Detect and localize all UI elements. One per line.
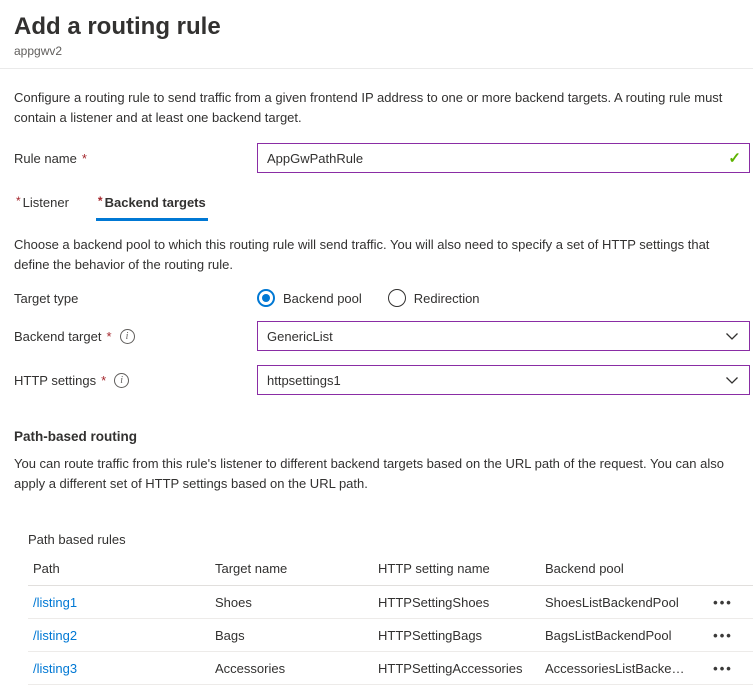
path-routing-description: You can route traffic from this rule's l… <box>14 456 724 491</box>
backend-pool-cell: ShoesListBackendPool <box>540 585 692 619</box>
table-row: /listing2 Bags HTTPSettingBags BagsListB… <box>28 618 753 652</box>
panel-header: Add a routing rule appgwv2 <box>0 12 753 58</box>
rule-name-label-text: Rule name <box>14 150 77 166</box>
target-type-radio-group: Backend pool Redirection <box>257 289 750 307</box>
target-type-label: Target type <box>14 291 257 306</box>
radio-backend-pool[interactable]: Backend pool <box>257 289 362 307</box>
page-title: Add a routing rule <box>14 13 221 40</box>
table-row: /listing3 Accessories HTTPSettingAccesso… <box>28 651 753 685</box>
chevron-down-icon <box>725 330 739 342</box>
page-subtitle: appgwv2 <box>14 44 63 58</box>
radio-redirection[interactable]: Redirection <box>387 289 480 307</box>
rule-name-input[interactable] <box>257 143 750 173</box>
more-options-button[interactable]: ••• <box>709 596 737 610</box>
rule-name-input-wrap: ✓ <box>257 143 750 173</box>
tab-backend-targets-label: Backend targets <box>104 195 206 210</box>
path-rules-table: Path Target name HTTP setting name Backe… <box>28 553 753 685</box>
http-settings-value: httpsettings1 <box>267 372 341 388</box>
required-asterisk: * <box>101 372 107 388</box>
radio-backend-pool-label: Backend pool <box>283 290 362 306</box>
backend-target-label: Backend target * i <box>14 328 257 344</box>
backend-target-row: Backend target * i GenericList <box>0 321 753 351</box>
info-icon[interactable]: i <box>114 372 130 388</box>
radio-unselected-icon <box>387 289 406 307</box>
info-icon[interactable]: i <box>119 328 135 344</box>
required-asterisk: * <box>81 150 87 166</box>
more-options-icon: ••• <box>713 594 733 610</box>
radio-dot <box>262 294 270 302</box>
backend-pool-cell: BagsListBackendPool <box>540 618 692 652</box>
more-options-icon: ••• <box>713 627 733 643</box>
header-divider <box>0 68 753 69</box>
target-name-cell: Shoes <box>210 585 373 619</box>
required-asterisk: * <box>106 328 112 344</box>
path-link[interactable]: /listing3 <box>33 660 78 676</box>
path-routing-heading: Path-based routing <box>14 429 138 444</box>
path-rules-table-label: Path based rules <box>28 532 126 547</box>
target-name-cell: Accessories <box>210 651 373 685</box>
target-type-label-text: Target type <box>14 290 79 306</box>
http-setting-name-cell: HTTPSettingShoes <box>373 585 540 619</box>
http-settings-dropdown[interactable]: httpsettings1 <box>257 365 750 395</box>
tab-bar: *Listener *Backend targets <box>14 194 739 221</box>
rule-name-row: Rule name * ✓ <box>0 143 753 173</box>
path-link[interactable]: /listing2 <box>33 627 78 643</box>
tab-backend-targets[interactable]: *Backend targets <box>95 194 208 221</box>
radio-selected-icon <box>257 289 275 307</box>
http-setting-name-cell: HTTPSettingBags <box>373 618 540 652</box>
chevron-down-icon <box>725 374 739 386</box>
rule-name-label: Rule name * <box>14 151 257 166</box>
http-settings-row: HTTP settings * i httpsettings1 <box>0 365 753 395</box>
tab-listener-label: Listener <box>22 195 69 210</box>
tab-required-asterisk: * <box>16 194 21 208</box>
more-options-button[interactable]: ••• <box>709 629 737 643</box>
more-options-button[interactable]: ••• <box>709 662 737 676</box>
http-settings-label: HTTP settings * i <box>14 372 257 388</box>
target-name-cell: Bags <box>210 618 373 652</box>
http-setting-name-cell: HTTPSettingAccessories <box>373 651 540 685</box>
column-header-target-name: Target name <box>210 553 373 586</box>
radio-redirection-label: Redirection <box>413 290 480 306</box>
http-settings-label-text: HTTP settings <box>14 372 97 388</box>
more-options-icon: ••• <box>713 660 733 676</box>
backend-pool-cell: AccessoriesListBackendPool <box>540 651 692 685</box>
column-header-path: Path <box>28 553 210 586</box>
tab-listener[interactable]: *Listener <box>14 194 71 221</box>
column-header-http-setting-name: HTTP setting name <box>373 553 540 586</box>
tab-required-asterisk: * <box>97 194 103 208</box>
intro-text: Configure a routing rule to send traffic… <box>14 90 723 125</box>
backend-tab-description: Choose a backend pool to which this rout… <box>14 237 710 272</box>
column-header-actions <box>692 553 753 586</box>
backend-target-dropdown[interactable]: GenericList <box>257 321 750 351</box>
table-row: /listing1 Shoes HTTPSettingShoes ShoesLi… <box>28 585 753 619</box>
backend-target-label-text: Backend target <box>14 328 102 344</box>
column-header-backend-pool: Backend pool <box>540 553 692 586</box>
table-header-row: Path Target name HTTP setting name Backe… <box>28 553 753 586</box>
path-link[interactable]: /listing1 <box>33 594 78 610</box>
target-type-row: Target type Backend pool Redirection <box>0 289 753 307</box>
backend-target-value: GenericList <box>267 328 333 344</box>
